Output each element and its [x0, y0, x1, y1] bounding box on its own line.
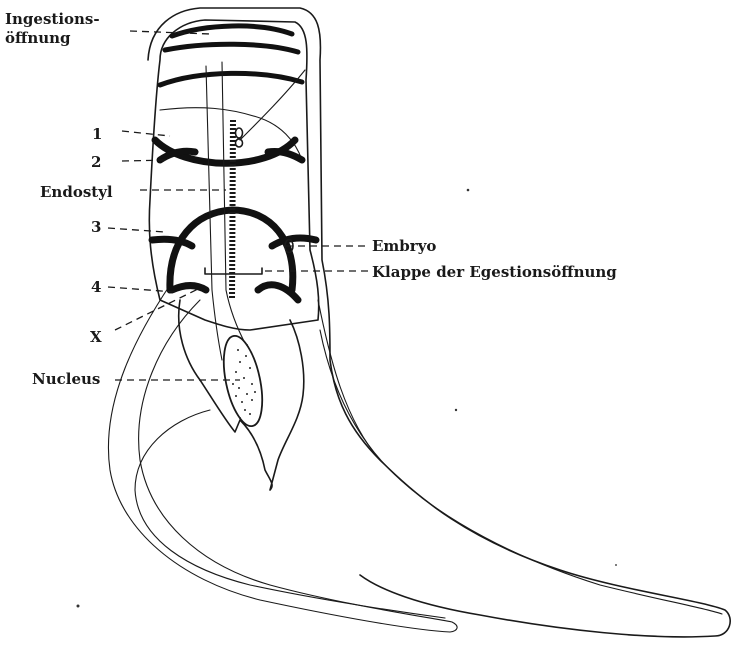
muscle-band-3-arch — [170, 210, 293, 290]
ingestion-band-top — [172, 26, 292, 36]
leader-band-4 — [108, 287, 175, 292]
label-band-3: 3 — [91, 218, 101, 236]
label-band-4: 4 — [91, 278, 101, 296]
ingestion-band-lower — [165, 44, 298, 52]
label-band-2: 2 — [91, 153, 101, 171]
leader-band-3 — [108, 228, 165, 232]
muscle-band-4-left — [172, 286, 206, 291]
label-band-1: 1 — [92, 125, 102, 143]
ciliated-pit — [236, 128, 243, 138]
nucleus-oval — [217, 332, 269, 429]
right-tail-inner-2 — [318, 300, 380, 460]
speck-2 — [455, 409, 457, 411]
speck-4 — [615, 564, 617, 566]
label-embryo: Embryo — [372, 237, 436, 255]
endostyl-outline-right — [222, 62, 246, 345]
label-x: X — [90, 328, 102, 346]
right-tail-inner — [320, 330, 722, 614]
ciliated-pit-lower — [236, 139, 243, 147]
leader-x — [115, 288, 200, 330]
leader-band-1 — [122, 131, 170, 136]
label-valve: Klappe der Egestionsöffnung — [372, 263, 617, 281]
speck-3 — [77, 605, 80, 608]
ingestion-band-3 — [160, 73, 302, 85]
left-loop-inner — [135, 410, 445, 618]
muscle-band-3-left-arm — [152, 239, 192, 246]
label-endostyl: Endostyl — [40, 183, 113, 201]
label-ingestion-line2: öffnung — [5, 29, 71, 47]
label-nucleus: Nucleus — [32, 370, 100, 388]
left-loop-outer — [108, 285, 457, 632]
label-ingestion-line1: Ingestions- — [5, 10, 100, 28]
speck-1 — [467, 189, 470, 192]
